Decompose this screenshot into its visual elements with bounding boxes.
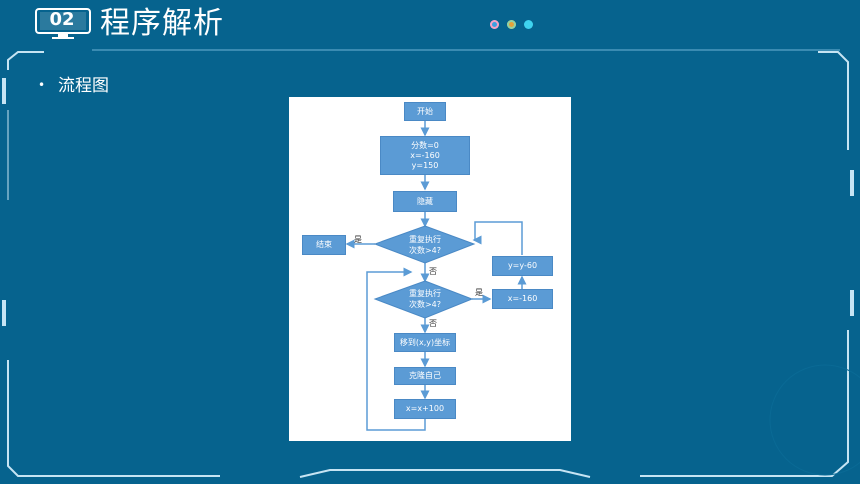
dec-y-node: y=y-60 <box>492 256 553 276</box>
clone-node: 克隆自己 <box>394 367 456 385</box>
page-title: 程序解析 <box>100 6 224 41</box>
dot-3 <box>524 20 533 29</box>
inner-decision-line-1: 重复执行 <box>409 289 441 298</box>
bullet-item: • 流程图 <box>38 74 109 97</box>
outer-decision-shape <box>373 225 476 264</box>
move-node: 移到(x,y)坐标 <box>394 333 456 352</box>
init-line-3: y=150 <box>411 160 439 170</box>
init-line-2: x=-160 <box>410 150 440 160</box>
yes-label-outer: 是 <box>354 235 362 244</box>
hide-label: 隐藏 <box>417 196 433 206</box>
reset-x-label: x=-160 <box>507 294 538 303</box>
section-badge <box>35 8 91 39</box>
no-label-outer: 否 <box>429 267 437 276</box>
start-node: 开始 <box>404 102 446 121</box>
bullet-marker: • <box>38 78 46 92</box>
outer-decision-line-1: 重复执行 <box>409 235 441 244</box>
dec-y-label: y=y-60 <box>507 261 538 270</box>
inner-decision-label: 重复执行 次数>4? <box>395 288 455 310</box>
reset-x-node: x=-160 <box>492 289 553 309</box>
inner-decision-shape <box>373 280 474 319</box>
bullet-text: 流程图 <box>58 76 109 96</box>
move-label: 移到(x,y)坐标 <box>399 337 451 347</box>
init-node: 分数=0 x=-160 y=150 <box>380 136 470 175</box>
yes-label-inner: 是 <box>475 288 483 297</box>
hide-node: 隐藏 <box>393 191 457 212</box>
x-inc-label: x=x+100 <box>405 404 445 413</box>
x-inc-node: x=x+100 <box>394 399 456 419</box>
flowchart-image: 开始 分数=0 x=-160 y=150 隐藏 重复执行 次数>4? 结束 重复… <box>289 97 571 441</box>
inner-decision-line-2: 次数>4? <box>408 300 442 309</box>
outer-decision-label: 重复执行 次数>4? <box>395 234 455 256</box>
end-label: 结束 <box>316 240 332 249</box>
dot-2 <box>507 20 516 29</box>
start-label: 开始 <box>417 106 433 116</box>
clone-label: 克隆自己 <box>409 371 441 380</box>
section-number: 02 <box>49 9 75 30</box>
init-line-1: 分数=0 <box>411 140 439 150</box>
end-node: 结束 <box>302 235 346 255</box>
flowchart-connectors <box>345 121 527 431</box>
dot-1 <box>490 20 499 29</box>
no-label-inner: 否 <box>429 319 437 328</box>
outer-decision-line-2: 次数>4? <box>408 246 442 255</box>
